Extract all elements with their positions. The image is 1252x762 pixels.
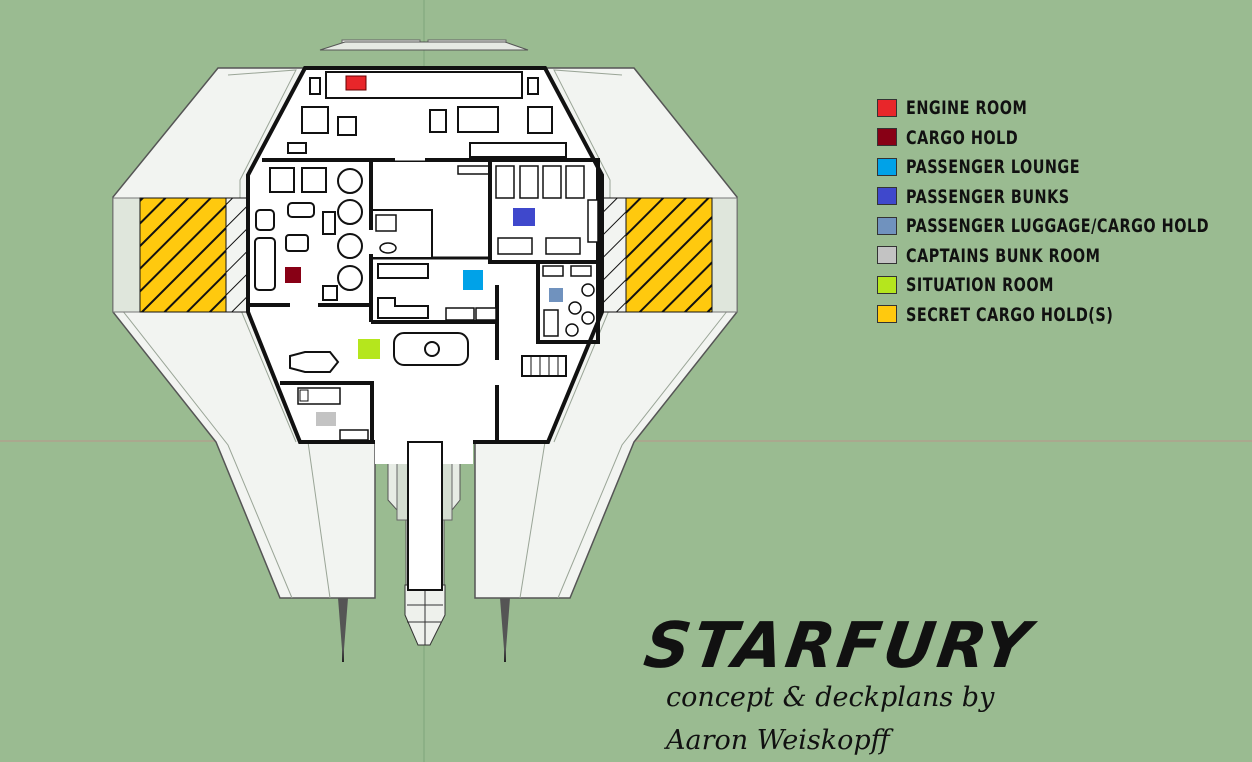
- legend-label: Passenger Luggage/Cargo Hold: [906, 214, 1210, 237]
- credit-line-2: Aaron Weiskopff: [666, 725, 890, 756]
- spine-corridor: [407, 441, 443, 591]
- captains-bunk-room: [280, 381, 374, 442]
- legend-label: Secret Cargo Hold(s): [906, 303, 1114, 326]
- legend-label: Engine Room: [906, 96, 1028, 119]
- legend-label: Passenger Lounge: [906, 155, 1081, 178]
- legend-item: Passenger Lounge: [877, 152, 1209, 182]
- legend-swatch: [877, 128, 897, 147]
- legend-swatch: [877, 246, 897, 265]
- legend-swatch: [877, 98, 897, 117]
- legend-swatch: [877, 157, 897, 176]
- legend-swatch: [877, 305, 897, 324]
- legend-item: Engine Room: [877, 93, 1209, 123]
- door-gaps: [290, 230, 500, 385]
- legend-label: Passenger Bunks: [906, 185, 1070, 208]
- legend-item: Passenger Luggage/Cargo Hold: [877, 211, 1209, 241]
- secret-cargo-hold-left: [139, 197, 227, 313]
- legend-item: Situation Room: [877, 270, 1209, 300]
- cargo-hold-room: [248, 160, 373, 322]
- legend-label: Situation Room: [906, 273, 1054, 296]
- legend-label: Captains Bunk Room: [906, 244, 1101, 267]
- title: STARFURY: [639, 609, 1038, 682]
- top-vents: [319, 39, 529, 51]
- passenger-bunks-room: [488, 158, 600, 264]
- situation-room: [289, 332, 469, 373]
- secret-cargo-hold-left-edge: [225, 197, 249, 313]
- legend-swatch: [877, 187, 897, 206]
- legend-item: Passenger Bunks: [877, 182, 1209, 212]
- rear-thrusters: [338, 598, 510, 662]
- secret-cargo-hold-right-edge: [601, 197, 627, 313]
- legend-swatch: [877, 216, 897, 235]
- legend: Engine RoomCargo HoldPassenger LoungePas…: [877, 93, 1209, 329]
- secret-cargo-hold-right: [625, 197, 713, 313]
- engine-room: [262, 71, 598, 162]
- legend-label: Cargo Hold: [906, 126, 1019, 149]
- luggage-hold-room: [521, 260, 600, 377]
- credit-line-1: concept & deckplans by: [666, 682, 995, 713]
- legend-item: Cargo Hold: [877, 123, 1209, 153]
- legend-item: Captains Bunk Room: [877, 241, 1209, 271]
- legend-swatch: [877, 275, 897, 294]
- legend-item: Secret Cargo Hold(s): [877, 300, 1209, 330]
